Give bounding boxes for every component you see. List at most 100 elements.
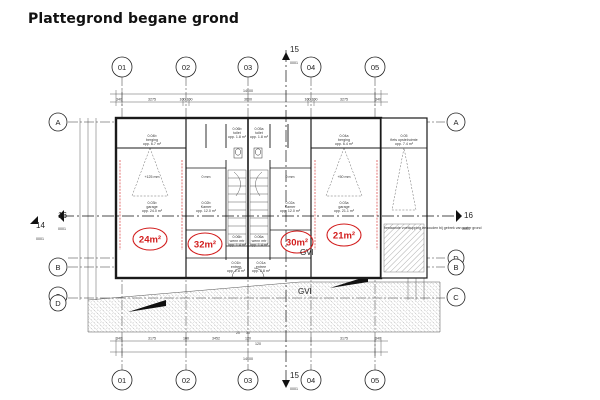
dim-seg: 340 — [116, 98, 122, 102]
grid-bubbles-bottom: 01 02 03 04 05 — [111, 369, 386, 391]
room-area: opp. 6.7 m² — [143, 142, 162, 146]
bottom-dimension-lines — [110, 337, 388, 356]
room-area: opp. 6.4 m² — [335, 142, 354, 146]
room-area: opp. 1.4 m² — [228, 243, 247, 247]
room-number: 0.06b — [233, 127, 242, 131]
area-callouts: 24m² 32m² 30m² 21m² — [132, 223, 362, 256]
room-label: berging — [146, 138, 158, 142]
grid-row-label: A — [453, 118, 458, 127]
area-callout-ellipse — [280, 230, 314, 254]
room-label: fiets opstelruimte — [390, 138, 417, 142]
room-area: opp. 12.0 m² — [280, 209, 301, 213]
dim-small: 20 — [236, 331, 240, 335]
building-walls — [114, 116, 428, 280]
grid-bubbles-left: A B C D — [48, 112, 68, 312]
top-total-dimension: 14600 — [243, 89, 253, 93]
area-callout-text: 30m² — [286, 238, 308, 249]
grid-col-label: 02 — [182, 376, 190, 385]
room-area: opp. 24.0 m² — [142, 209, 163, 213]
room-label: entree — [231, 265, 241, 269]
grid-col-label: 04 — [307, 376, 315, 385]
area-callout-ellipse — [132, 227, 168, 251]
gvl-label-upper: GVl — [300, 248, 314, 257]
dim-seg: 100 100 — [180, 98, 193, 102]
dim-seg: 100 — [183, 337, 189, 341]
area-callout-text: 24m² — [139, 235, 161, 246]
grid-col-label: 02 — [182, 63, 190, 72]
level-mark: 0 mm — [286, 175, 295, 179]
grid-col-label: 01 — [118, 63, 126, 72]
room-area: opp. 1.8 m² — [250, 135, 269, 139]
area-callout-ellipse — [326, 223, 362, 247]
room-label: Kamer — [201, 205, 212, 209]
room-area: opp. 7.4 m² — [395, 142, 414, 146]
room-number: 0.04b — [148, 134, 157, 138]
dim-seg: 340 — [116, 337, 122, 341]
room-labels: 0.04b berging opp. 6.7 m² 0.06b toilet o… — [142, 127, 418, 273]
grid-row-label: B — [453, 263, 458, 272]
existing-note: bestaande voetkupping behouden bij gebre… — [384, 226, 482, 230]
grid-col-label: 04 — [307, 63, 315, 72]
door-swings — [131, 147, 417, 211]
room-label: garage — [146, 205, 157, 209]
gvl-label-lower: GVl — [298, 287, 312, 296]
dim-seg: 120 — [245, 337, 251, 341]
section-arrow-right — [456, 210, 462, 222]
room-number: 0.01a — [257, 261, 266, 265]
section-16-right-label: 16 — [464, 211, 473, 220]
room-label: garage — [338, 205, 349, 209]
dim-seg: 3175 — [148, 337, 156, 341]
room-label: toilet — [255, 131, 263, 135]
section-16-left-label: 16 — [58, 211, 67, 220]
toilet-fixtures — [233, 147, 263, 159]
grid-row-label: C — [453, 293, 459, 302]
grid-row-label: A — [55, 118, 60, 127]
section-arrow-left — [58, 210, 64, 222]
room-label: wenn mtr — [230, 239, 246, 243]
area-callout-ellipse — [187, 232, 223, 256]
dim-seg: 340 — [375, 337, 381, 341]
room-label: toilet — [233, 131, 241, 135]
grid-bubbles-top: 01 02 03 04 05 — [111, 56, 386, 78]
level-mark: +50 mm — [337, 175, 350, 179]
dim-seg: 3275 — [148, 98, 156, 102]
top-segment-dimensions: 340 3275 100 100 3600 100 100 3275 340 — [116, 98, 381, 102]
grid-row-label: D — [55, 299, 61, 308]
room-area: opp. 21.1 m² — [334, 209, 355, 213]
room-number: 0.01b — [232, 261, 241, 265]
bottom-segment-dimensions: 340 3175 100 3452 120 3175 340 20 30 120 — [116, 331, 381, 346]
area-callout-text: 21m² — [333, 231, 355, 242]
room-number: 0.04a — [340, 134, 349, 138]
room-number: 0.02a — [286, 201, 295, 205]
grid-row-label: B — [55, 263, 60, 272]
room-number: 0.03a — [340, 201, 349, 205]
room-area: opp. 1.4 m² — [250, 243, 269, 247]
room-number: 0.05a — [255, 127, 264, 131]
grid-col-label: 01 — [118, 376, 126, 385]
section-15-top-sheet: 0001 — [290, 61, 298, 65]
dim-seg: 100 100 — [305, 98, 318, 102]
section-line-15 — [282, 50, 290, 390]
room-area: opp. 1.8 m² — [228, 135, 247, 139]
room-number: 0.06b — [233, 235, 242, 239]
grid-col-label: 05 — [371, 376, 379, 385]
section-line-16 — [58, 210, 462, 222]
grid-row-label: D — [453, 254, 459, 263]
existing-wall-hatch — [383, 223, 425, 273]
dim-seg: 3175 — [340, 337, 348, 341]
grid-col-label: 03 — [244, 376, 252, 385]
level-marks: 0 mm 0 mm +50 mm +125 mm — [144, 175, 350, 179]
dim-seg: 3452 — [212, 337, 220, 341]
room-label: wenn mtr — [252, 239, 268, 243]
room-number: 0.02b — [202, 201, 211, 205]
room-number: 0.03b — [148, 201, 157, 205]
room-area: opp. 2.8 m² — [227, 269, 246, 273]
section-16-left-sheet: 0001 — [58, 227, 66, 231]
stairs — [227, 169, 269, 245]
grid-bubbles-right: A D B C — [446, 112, 466, 307]
room-area: opp. 12.0 m² — [196, 209, 217, 213]
grid-col-label: 05 — [371, 63, 379, 72]
entrance-doors — [231, 267, 265, 279]
dim-seg: 340 — [375, 98, 381, 102]
